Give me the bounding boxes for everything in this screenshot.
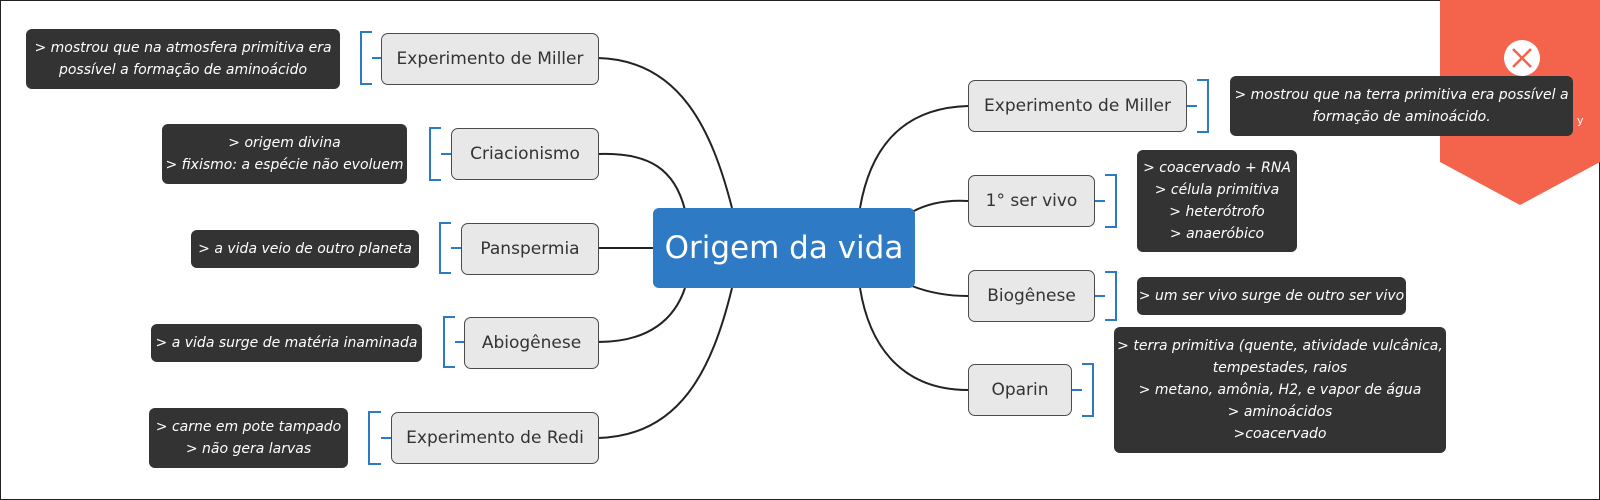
bracket-right-4 [1072,363,1094,417]
note-right-biogenese: > um ser vivo surge de outro ser vivo [1137,277,1406,315]
bracket-left-5 [368,411,391,465]
bracket-right-2 [1095,174,1117,228]
topic-left-abiogenese[interactable]: Abiogênese [464,317,599,369]
bracket-left-3 [439,222,461,274]
topic-right-oparin[interactable]: Oparin [968,364,1072,416]
connector-left-2 [597,152,686,211]
close-icon[interactable] [1504,40,1540,76]
connector-left-5 [597,287,733,439]
bracket-right-3 [1095,271,1117,321]
topic-left-criacionismo[interactable]: Criacionismo [451,128,599,180]
connector-right-2 [911,199,969,213]
topic-right-primeiro-ser-vivo[interactable]: 1° ser vivo [968,175,1095,227]
note-left-panspermia: > a vida veio de outro planeta [191,230,419,268]
connector-left-1 [597,57,733,209]
connector-right-3 [911,285,969,297]
note-left-miller: > mostrou que na atmosfera primitiva era… [26,29,340,89]
note-left-redi: > carne em pote tampado> não gera larvas [149,408,348,468]
note-right-miller: > mostrou que na terra primitiva era pos… [1230,76,1573,136]
connector-right-1 [859,105,969,209]
connector-right-4 [859,287,969,391]
bracket-left-4 [443,316,464,368]
bracket-right-1 [1187,79,1209,133]
central-topic[interactable]: Origem da vida [653,208,915,288]
bracket-left-2 [429,127,451,181]
note-right-oparin: > terra primitiva (quente, atividade vul… [1114,327,1446,453]
bracket-left-1 [360,31,381,85]
note-right-primeiro-ser-vivo: > coacervado + RNA> célula primitiva > h… [1137,150,1297,252]
note-left-abiogenese: > a vida surge de matéria inaminada [151,324,422,362]
topic-right-miller[interactable]: Experimento de Miller [968,80,1187,132]
topic-left-panspermia[interactable]: Panspermia [461,223,599,275]
connector-left-4 [597,287,686,343]
note-left-criacionismo: > origem divina> fixismo: a espécie não … [162,124,407,184]
topic-right-biogenese[interactable]: Biogênese [968,270,1095,322]
topic-left-redi[interactable]: Experimento de Redi [391,412,599,464]
topic-left-miller[interactable]: Experimento de Miller [381,33,599,85]
ribbon-text: y [1577,114,1584,127]
